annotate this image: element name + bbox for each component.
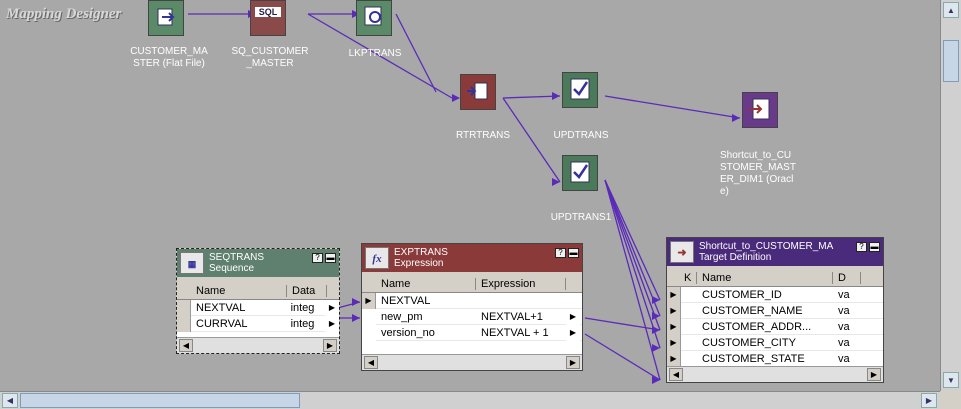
- exptrans-name: EXPTRANS: [394, 247, 448, 258]
- port-arrow-icon: ▶: [362, 292, 376, 309]
- scroll-up-icon[interactable]: ▲: [943, 2, 959, 18]
- seqtrans-type: Sequence: [209, 263, 255, 274]
- port-arrow-icon: ▶: [667, 334, 681, 351]
- updtrans-label: UPDTRANS: [553, 130, 609, 141]
- source-customer-master-label: CUSTOMER_MA STER (Flat File): [130, 46, 208, 69]
- sq-customer-master-node[interactable]: SQL: [250, 0, 294, 38]
- target-definition-icon: ➜: [670, 241, 694, 263]
- help-button[interactable]: ?: [555, 248, 566, 258]
- col-name-header: Name: [697, 272, 833, 284]
- scroll-left-icon[interactable]: ◀: [669, 368, 683, 381]
- updtrans1-node[interactable]: [562, 155, 606, 193]
- flat-file-source-icon: [148, 0, 184, 36]
- seqtrans-scrollbar[interactable]: ◀ ▶: [177, 337, 339, 353]
- scroll-left-icon[interactable]: ◀: [364, 356, 378, 369]
- grid-header: K Name D: [667, 270, 883, 287]
- help-button[interactable]: ?: [856, 242, 867, 252]
- exptrans-type: Expression: [394, 258, 444, 269]
- port-arrow-icon[interactable]: ▶: [325, 299, 339, 316]
- minimize-button[interactable]: ▬: [869, 242, 880, 252]
- grid-header: Name Expression: [362, 276, 582, 293]
- mapping-canvas[interactable]: Mapping Designer: [0, 0, 940, 391]
- col-data-header: Data: [287, 285, 327, 297]
- update-strategy-icon: [562, 72, 598, 108]
- target-type: Target Definition: [699, 252, 772, 263]
- scroll-left-icon[interactable]: ◀: [179, 339, 193, 352]
- port-arrow-icon: ▶: [566, 308, 580, 325]
- col-name-header: Name: [376, 278, 476, 290]
- horizontal-scrollbar[interactable]: ◀ ▶: [0, 391, 940, 409]
- grid-header: Name Data: [177, 283, 339, 300]
- shortcut-target-label: Shortcut_to_CU STOMER_MAST ER_DIM1 (Orac…: [720, 150, 796, 197]
- col-datatype-header: D: [833, 272, 861, 284]
- updtrans-node[interactable]: [562, 72, 606, 110]
- source-qualifier-icon: SQL: [250, 0, 286, 36]
- scroll-right-icon[interactable]: ▶: [566, 356, 580, 369]
- help-button[interactable]: ?: [312, 253, 323, 263]
- sq-customer-master-label: SQ_CUSTOMER _MASTER: [231, 46, 309, 69]
- target-definition-icon: [742, 92, 778, 128]
- col-expression-header: Expression: [476, 278, 566, 290]
- scroll-right-icon[interactable]: ▶: [323, 339, 337, 352]
- seqtrans-name: SEQTRANS: [209, 252, 265, 263]
- minimize-button[interactable]: ▬: [325, 253, 336, 263]
- port-arrow-icon: ▶: [667, 286, 681, 303]
- source-customer-master-node[interactable]: [148, 0, 192, 38]
- port-arrow-icon: ▶: [667, 302, 681, 319]
- horizontal-scroll-thumb[interactable]: [20, 393, 300, 408]
- target-name: Shortcut_to_CUSTOMER_MA: [699, 241, 834, 252]
- router-icon: [460, 74, 496, 110]
- scroll-down-icon[interactable]: ▼: [943, 372, 959, 388]
- table-row[interactable]: ▶NEXTVAL: [362, 292, 582, 309]
- rtrtrans-node[interactable]: [460, 74, 504, 112]
- scroll-right-icon[interactable]: ▶: [921, 393, 937, 408]
- update-strategy-icon: [562, 155, 598, 191]
- lookup-icon: [356, 0, 392, 36]
- port-arrow-icon: ▶: [667, 350, 681, 366]
- scrollbar-corner: [940, 391, 961, 409]
- minimize-button[interactable]: ▬: [568, 248, 579, 258]
- vertical-scroll-thumb[interactable]: [943, 40, 959, 82]
- scroll-right-icon[interactable]: ▶: [867, 368, 881, 381]
- lkptrans-label: LKPTRANS: [348, 48, 402, 59]
- scroll-left-icon[interactable]: ◀: [2, 393, 18, 408]
- table-row[interactable]: ▶CUSTOMER_ADDR...va: [667, 318, 883, 335]
- port-arrow-icon: ▶: [566, 324, 580, 341]
- port-arrow-icon: ▶: [667, 318, 681, 335]
- lkptrans-node[interactable]: [356, 0, 400, 38]
- target-scrollbar[interactable]: ◀ ▶: [667, 366, 883, 382]
- sequence-icon: ▦: [180, 252, 204, 274]
- designer-title: Mapping Designer: [6, 6, 122, 22]
- expression-icon: fx: [365, 247, 389, 269]
- updtrans1-label: UPDTRANS1: [550, 212, 612, 223]
- col-key-header: K: [681, 272, 697, 284]
- exptrans-scrollbar[interactable]: ◀ ▶: [362, 354, 582, 370]
- port-arrow-icon[interactable]: ▶: [325, 315, 339, 332]
- vertical-scrollbar[interactable]: ▲ ▼: [940, 0, 961, 391]
- col-name-header: Name: [191, 285, 287, 297]
- shortcut-target-node[interactable]: [742, 92, 786, 130]
- rtrtrans-label: RTRTRANS: [455, 130, 511, 141]
- link-lines: [188, 10, 741, 384]
